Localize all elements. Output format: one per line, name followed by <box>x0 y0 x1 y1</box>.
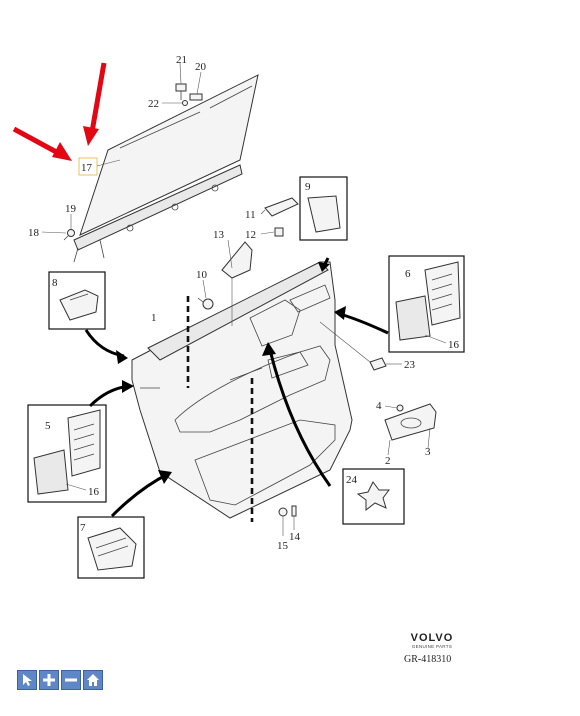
highlight-arrows <box>12 62 107 161</box>
home-button[interactable] <box>83 670 103 690</box>
callout-10: 10 <box>196 269 208 281</box>
callout-11: 11 <box>245 209 256 221</box>
sun-blind-part <box>73 74 259 263</box>
callout-17-highlight-box <box>78 157 98 176</box>
callout-12: 12 <box>245 229 256 241</box>
part-12-shape <box>274 227 284 237</box>
callout-17: 17 <box>81 162 93 174</box>
callout-19: 19 <box>65 203 77 215</box>
callout-7: 7 <box>80 522 86 534</box>
clip-parts-top <box>162 62 203 106</box>
callout-4: 4 <box>376 400 382 412</box>
callout-24: 24 <box>346 474 358 486</box>
brand-name: VOLVO <box>410 632 454 644</box>
detail-box-9 <box>299 176 348 241</box>
zoom-out-icon <box>65 678 77 682</box>
callout-5: 5 <box>45 420 51 432</box>
detail-box-8 <box>48 271 106 330</box>
detail-box-24 <box>342 468 405 525</box>
part-2-3-4-switch <box>384 403 437 456</box>
callout-23: 23 <box>404 359 416 371</box>
callout-9: 9 <box>305 181 311 193</box>
detail-box-6-16 <box>388 255 465 353</box>
reference-code: GR-418310 <box>404 654 452 665</box>
zoom-in-icon <box>43 674 55 686</box>
part-10-screw <box>197 279 214 310</box>
pointer-button[interactable] <box>17 670 37 690</box>
callout-2: 2 <box>385 455 391 467</box>
part-13-shape <box>221 241 253 279</box>
pointer-arrows <box>84 257 389 518</box>
zoom-in-button[interactable] <box>39 670 59 690</box>
detail-box-7 <box>77 516 145 579</box>
brand-logo: VOLVO GENUINE PARTS <box>402 632 462 649</box>
part-23-shape <box>369 357 387 371</box>
screw-18-19 <box>41 214 75 241</box>
callout-21: 21 <box>176 54 187 66</box>
callout-1: 1 <box>151 312 157 324</box>
door-panel-part <box>131 261 353 519</box>
home-icon <box>87 674 99 686</box>
part-14-15-fasteners <box>278 505 297 536</box>
callout-8: 8 <box>52 277 58 289</box>
detail-box-5-16 <box>27 404 107 503</box>
brand-tagline: GENUINE PARTS <box>411 644 453 649</box>
pointer-icon <box>23 674 32 686</box>
callout-3: 3 <box>425 446 431 458</box>
viewer-toolbar <box>17 670 103 690</box>
part-11-shape <box>264 197 299 217</box>
callout-14: 14 <box>289 531 301 543</box>
callout-15: 15 <box>277 540 289 552</box>
callout-18: 18 <box>28 227 40 239</box>
zoom-out-button[interactable] <box>61 670 81 690</box>
callout-16-upper: 16 <box>448 339 460 351</box>
callout-16-lower: 16 <box>88 486 100 498</box>
callout-22: 22 <box>148 98 159 110</box>
callout-13: 13 <box>213 229 225 241</box>
callout-6: 6 <box>405 268 411 280</box>
callout-20: 20 <box>195 61 207 73</box>
